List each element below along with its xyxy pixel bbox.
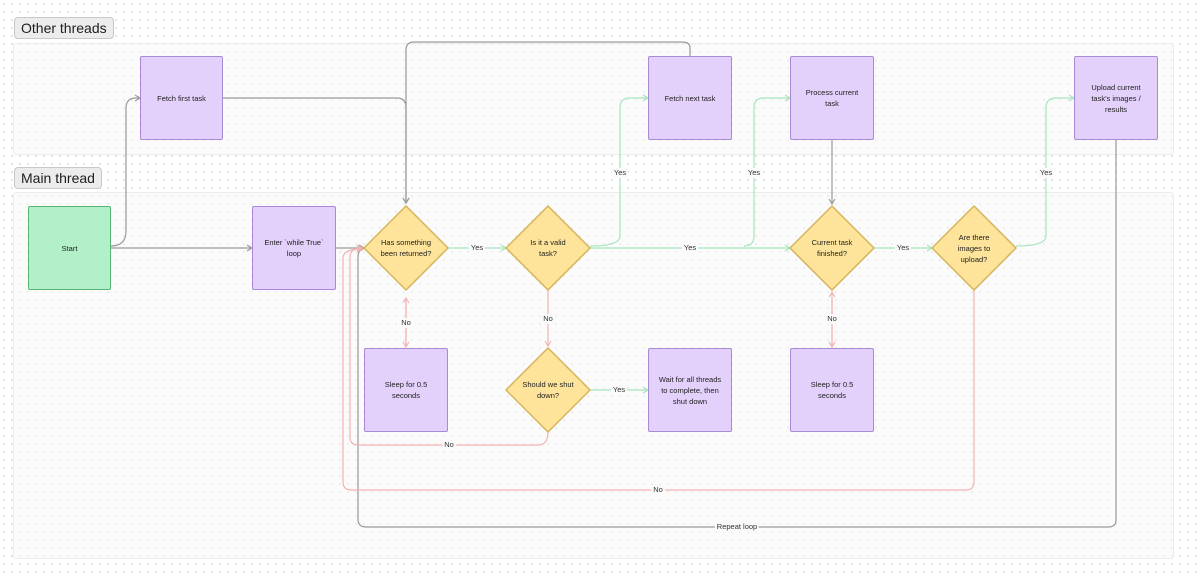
decision-images-label: Are there images to upload? [957, 232, 991, 264]
edge-repeat-loop [357, 140, 1117, 528]
decision-shut-down-label: Should we shut down? [522, 380, 574, 400]
edge-label-yes-fetch-next: Yes [611, 168, 629, 178]
wait-threads-node: Wait for all threads to complete, then s… [648, 348, 732, 432]
sleep-node-2: Sleep for 0.5 seconds [790, 348, 874, 432]
edge-label-yes-process: Yes [745, 168, 763, 178]
edge-no-images [342, 245, 975, 491]
decision-task-finished-label: Current task finished? [811, 238, 853, 258]
decision-task-finished-shape [789, 205, 875, 291]
process-task-node: Process current task [790, 56, 874, 140]
sleep-node-1: Sleep for 0.5 seconds [364, 348, 448, 432]
edge-label-yes-returned: Yes [468, 243, 486, 253]
start-node: Start [28, 206, 111, 290]
enter-loop-node: Enter `while True` loop [252, 206, 336, 290]
edge-label-no-images: No [651, 485, 665, 495]
edge-fetch-next-to-has-returned [402, 41, 691, 205]
edge-label-yes-shutdown: Yes [610, 385, 628, 395]
main-thread-label: Main thread [14, 167, 102, 189]
edge-label-no-valid: No [541, 314, 555, 324]
edge-fetch-first-to-has-returned [223, 97, 410, 205]
edge-label-no-shutdown: No [442, 440, 456, 450]
edge-label-yes-valid: Yes [681, 243, 699, 253]
decision-shut-down-shape [505, 347, 591, 433]
decision-valid-task-shape [505, 205, 591, 291]
decision-images-shape [931, 205, 1017, 291]
fetch-first-task-node: Fetch first task [140, 56, 223, 140]
edge-yes-valid-fetch-next [589, 94, 650, 247]
decision-has-returned-label: Has something been returned? [380, 238, 432, 258]
edge-yes-upload [1015, 94, 1076, 247]
edge-label-yes-upload: Yes [1037, 168, 1055, 178]
fetch-next-task-node: Fetch next task [648, 56, 732, 140]
edge-yes-process [743, 94, 792, 247]
edge-label-no-returned: No [399, 318, 413, 328]
edge-label-yes-finished: Yes [894, 243, 912, 253]
edge-label-no-finished: No [825, 314, 839, 324]
upload-node: Upload current task's images / results [1074, 56, 1158, 140]
edge-start-to-fetch-first [110, 94, 142, 247]
decision-has-returned-shape [363, 205, 449, 291]
edge-no-shutdown [349, 244, 549, 446]
other-threads-label: Other threads [14, 17, 114, 39]
edge-label-repeat-loop: Repeat loop [714, 522, 760, 532]
decision-valid-task-label: Is it a valid task? [530, 238, 566, 258]
